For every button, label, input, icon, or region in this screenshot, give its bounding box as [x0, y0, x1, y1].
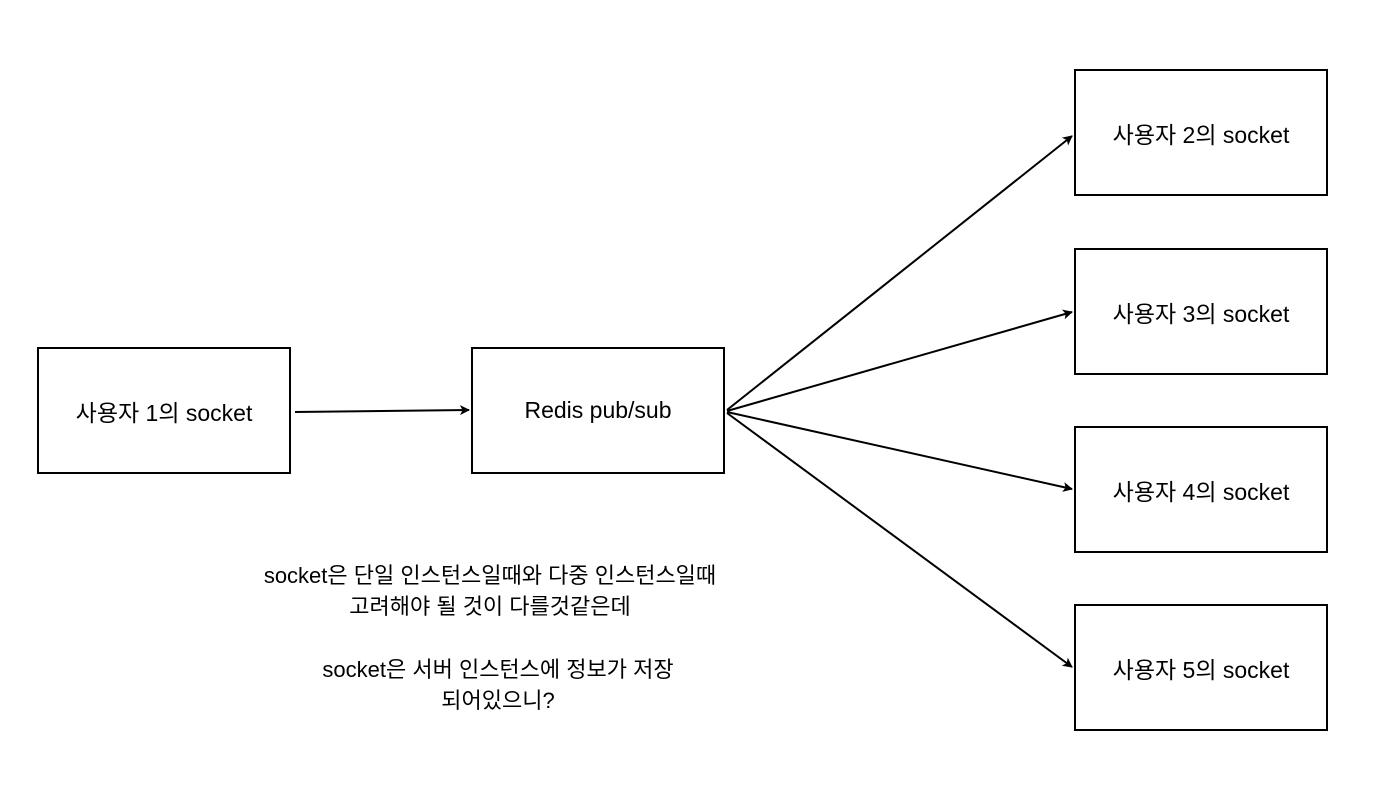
- node-label: 사용자 3의 socket: [1112, 300, 1290, 327]
- edge-redis-to-user2[interactable]: [726, 135, 1073, 411]
- node-label: 사용자 2의 socket: [1112, 121, 1290, 148]
- edge-redis-to-user5[interactable]: [726, 412, 1073, 668]
- node-user2-socket[interactable]: 사용자 2의 socket: [1074, 69, 1328, 196]
- node-user4-socket[interactable]: 사용자 4의 socket: [1074, 426, 1328, 553]
- edge-redis-to-user4[interactable]: [726, 411, 1073, 492]
- node-label: 사용자 1의 socket: [75, 399, 253, 426]
- node-label: Redis pub/sub: [524, 397, 672, 423]
- edge-user1-to-redis[interactable]: [294, 405, 470, 416]
- note-line: socket은 단일 인스턴스일때와 다중 인스턴스일때: [263, 563, 717, 588]
- edge-redis-to-user3[interactable]: [726, 309, 1073, 412]
- node-user5-socket[interactable]: 사용자 5의 socket: [1074, 604, 1328, 731]
- node-user1-socket[interactable]: 사용자 1의 socket: [37, 347, 291, 474]
- note-line: socket은 서버 인스턴스에 정보가 저장: [322, 657, 674, 682]
- note-instance-consideration[interactable]: socket은 단일 인스턴스일때와 다중 인스턴스일때 고려해야 될 것이 다…: [190, 560, 790, 622]
- node-label: 사용자 5의 socket: [1112, 656, 1290, 683]
- node-user3-socket[interactable]: 사용자 3의 socket: [1074, 248, 1328, 375]
- note-socket-storage[interactable]: socket은 서버 인스턴스에 정보가 저장 되어있으니?: [248, 654, 748, 716]
- note-line: 고려해야 될 것이 다를것같은데: [349, 594, 631, 619]
- node-label: 사용자 4의 socket: [1112, 478, 1290, 505]
- node-redis-pubsub[interactable]: Redis pub/sub: [471, 347, 725, 474]
- note-line: 되어있으니?: [441, 688, 555, 713]
